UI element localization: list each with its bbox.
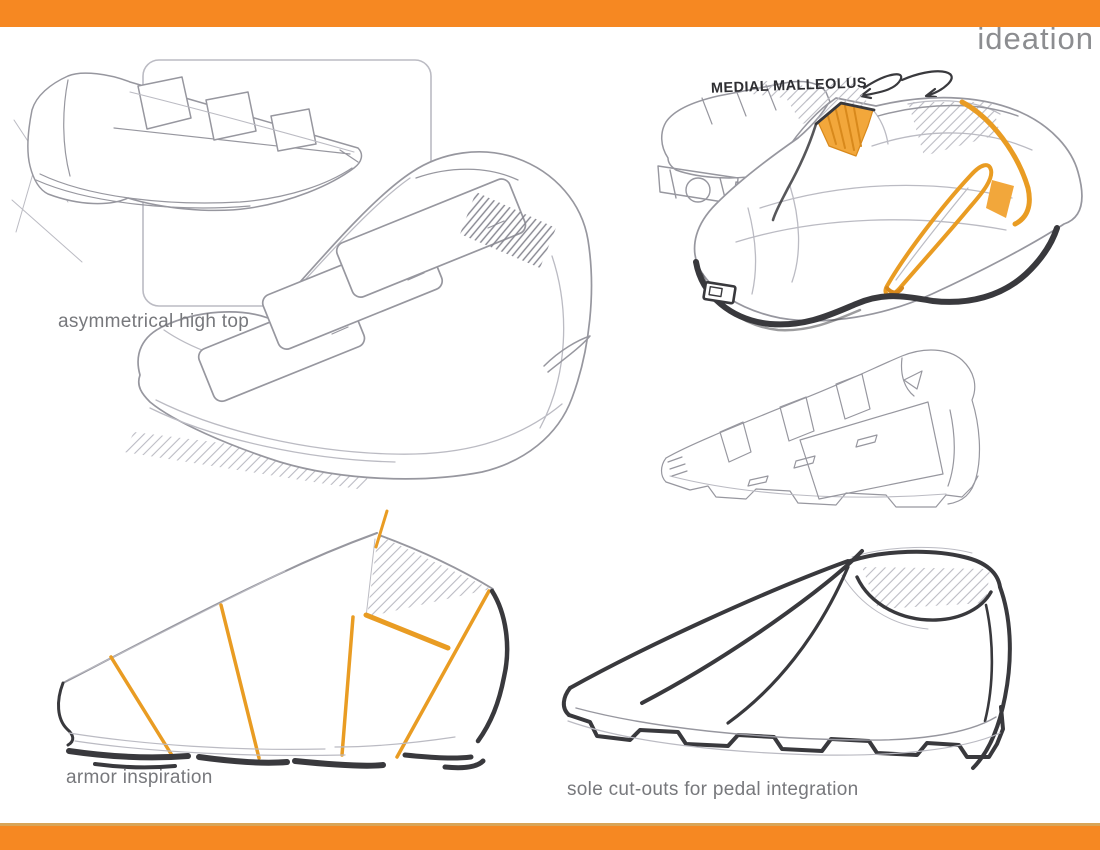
toe-tab [702, 280, 737, 305]
bold-outline [561, 549, 1012, 770]
annotation-arrow-icon [859, 70, 953, 100]
label-armor-inspiration: armor inspiration [66, 767, 213, 788]
shoe-outline [27, 72, 363, 212]
ankle-collar-highlight [814, 101, 876, 157]
primary-shoe-sketch [693, 76, 1083, 332]
sole-bold-stroke [693, 225, 1060, 328]
ground-strokes [66, 748, 486, 771]
heel-accent-fill [986, 180, 1014, 218]
collar-hatch [862, 567, 990, 609]
sole-and-seam-lines [149, 177, 565, 463]
collar-opening-line [415, 168, 519, 181]
sketch-orange-concept-shoe [657, 70, 1083, 332]
label-sole-cutouts: sole cut-outs for pedal integration [567, 779, 859, 800]
front-seam-line [771, 122, 818, 222]
page-title: ideation [977, 21, 1094, 56]
sketch-asymmetrical-high-top [124, 151, 593, 490]
strap-row [137, 76, 317, 152]
bottom-border-bar [0, 823, 1100, 850]
sketch-rear-view-high-top [11, 59, 432, 307]
hatched-wedge [367, 535, 491, 617]
heel-accent-stroke [959, 99, 1032, 227]
armor-struts [109, 509, 491, 760]
guide-lines [841, 546, 973, 630]
shoe-detail-lines [35, 79, 359, 209]
sketch-angular-profile [660, 349, 981, 508]
dark-shaded-panel [460, 192, 556, 268]
profile-lines [660, 349, 981, 508]
sketch-armor-inspiration [57, 509, 510, 771]
sketch-sole-cutouts [561, 546, 1012, 770]
heel-bold-curve [475, 588, 510, 744]
ground-shadow-hatch [124, 432, 372, 490]
label-asymmetrical-high-top: asymmetrical high top [58, 311, 250, 332]
small-swoosh-icon [543, 335, 591, 373]
top-border-bar [0, 0, 1100, 27]
strap-guide-line [129, 91, 355, 153]
